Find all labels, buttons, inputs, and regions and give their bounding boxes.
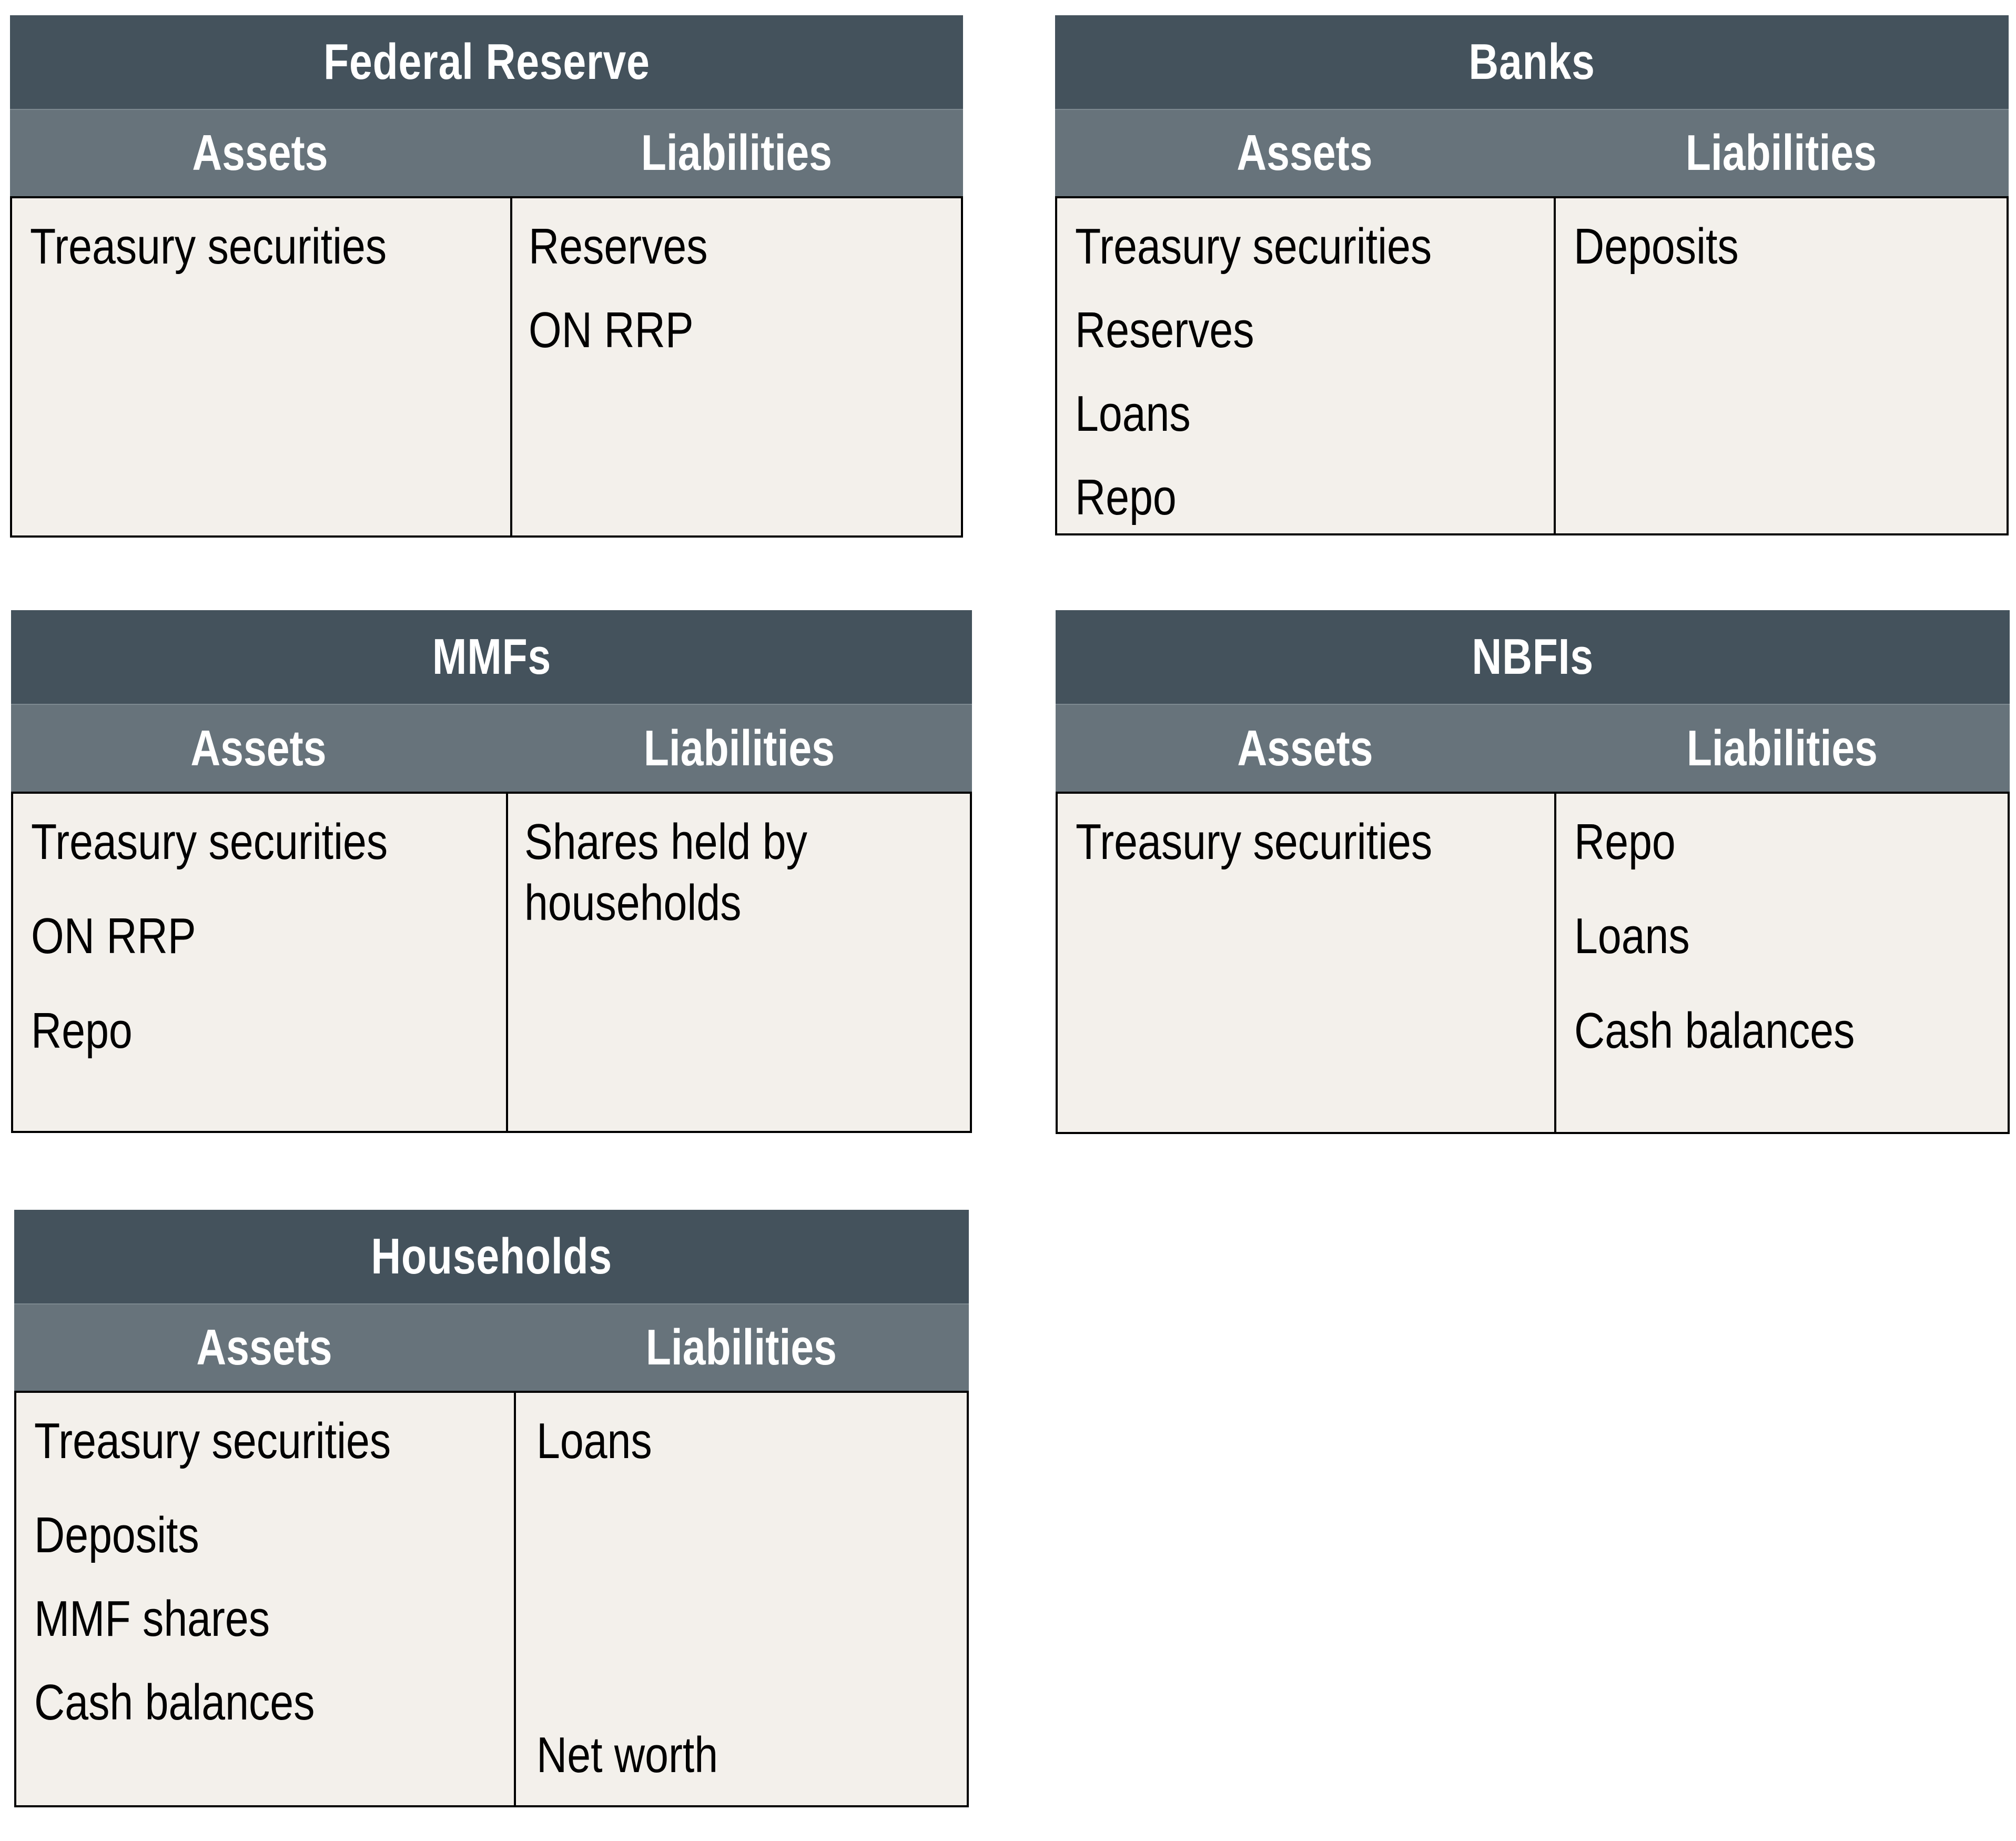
asset-item: Treasury securities	[1075, 218, 1432, 275]
ledger-body: Treasury securities ON RRP Repo Shares h…	[11, 792, 972, 1133]
ledger-title-text: Households	[371, 1228, 612, 1284]
liability-item: ON RRP	[529, 302, 694, 358]
ledger-households: Households Assets Liabilities Treasury s…	[14, 1210, 969, 1807]
column-header-row: Assets Liabilities	[1055, 109, 2009, 196]
assets-label: Assets	[1236, 125, 1373, 181]
asset-item: Reserves	[1075, 302, 1254, 358]
asset-item: Deposits	[34, 1507, 199, 1563]
column-header-row: Assets Liabilities	[11, 704, 972, 792]
ledger-body: Treasury securities Reserves ON RRP	[10, 196, 963, 538]
assets-label: Assets	[1237, 720, 1373, 776]
ledger-banks: Banks Assets Liabilities Treasury securi…	[1055, 15, 2009, 535]
ledger-nbfis: NBFIs Assets Liabilities Treasury securi…	[1056, 610, 2010, 1134]
ledger-body: Treasury securities Repo Loans Cash bala…	[1056, 792, 2010, 1134]
ledger-mmfs: MMFs Assets Liabilities Treasury securit…	[11, 610, 972, 1133]
ledger-title: Federal Reserve	[10, 15, 963, 109]
ledger-title-text: NBFIs	[1472, 629, 1594, 685]
asset-item: Repo	[31, 1003, 133, 1059]
asset-item: Treasury securities	[1076, 814, 1433, 870]
asset-item: Treasury securities	[34, 1413, 391, 1469]
liabilities-label: Liabilities	[1685, 125, 1877, 181]
asset-item: ON RRP	[31, 908, 196, 964]
assets-label: Assets	[190, 720, 327, 776]
liabilities-label: Liabilities	[643, 720, 835, 776]
asset-item: MMF shares	[34, 1591, 270, 1647]
column-header-assets: Assets	[14, 1304, 514, 1391]
ledger-title-text: Federal Reserve	[323, 34, 650, 90]
column-header-liabilities: Liabilities	[506, 705, 972, 792]
asset-item: Loans	[1075, 386, 1191, 442]
ledger-body: Treasury securities Reserves Loans Repo …	[1055, 196, 2009, 535]
column-header-row: Assets Liabilities	[1056, 704, 2010, 792]
column-divider	[506, 794, 508, 1131]
liability-item: Loans	[1574, 908, 1690, 964]
assets-label: Assets	[196, 1319, 332, 1375]
ledger-title: NBFIs	[1056, 610, 2010, 704]
liability-item: Deposits	[1574, 218, 1739, 275]
liability-item: Shares held by households	[524, 814, 807, 931]
ledger-title: MMFs	[11, 610, 972, 704]
column-header-liabilities: Liabilities	[510, 110, 963, 196]
column-header-assets: Assets	[1055, 110, 1554, 196]
column-divider	[1554, 198, 1556, 533]
liability-item: Reserves	[529, 218, 708, 275]
liability-item: Cash balances	[1574, 1003, 1855, 1059]
asset-item: Repo	[1075, 469, 1177, 525]
liabilities-label: Liabilities	[1686, 720, 1878, 776]
column-header-row: Assets Liabilities	[10, 109, 963, 196]
column-divider	[1554, 794, 1556, 1132]
ledger-title: Households	[14, 1210, 969, 1303]
ledger-title: Banks	[1055, 15, 2009, 109]
asset-item: Treasury securities	[30, 218, 387, 275]
asset-item: Cash balances	[34, 1674, 315, 1731]
liability-item: Net worth	[536, 1727, 718, 1783]
column-header-assets: Assets	[10, 110, 510, 196]
ledger-federal-reserve: Federal Reserve Assets Liabilities Treas…	[10, 15, 963, 538]
liabilities-label: Liabilities	[645, 1319, 837, 1375]
column-header-liabilities: Liabilities	[1554, 110, 2009, 196]
ledger-title-text: MMFs	[432, 629, 551, 685]
liability-item: Loans	[536, 1413, 652, 1469]
column-divider	[514, 1393, 516, 1805]
ledger-title-text: Banks	[1468, 34, 1595, 90]
column-header-liabilities: Liabilities	[514, 1304, 969, 1391]
assets-label: Assets	[192, 125, 328, 181]
liability-item: Repo	[1574, 814, 1676, 870]
column-header-row: Assets Liabilities	[14, 1303, 969, 1391]
asset-item: Treasury securities	[31, 814, 388, 870]
column-header-assets: Assets	[11, 705, 506, 792]
column-header-assets: Assets	[1056, 705, 1554, 792]
ledger-body: Treasury securities Deposits MMF shares …	[14, 1391, 969, 1807]
column-header-liabilities: Liabilities	[1554, 705, 2010, 792]
column-divider	[510, 198, 512, 535]
liabilities-label: Liabilities	[641, 125, 833, 181]
